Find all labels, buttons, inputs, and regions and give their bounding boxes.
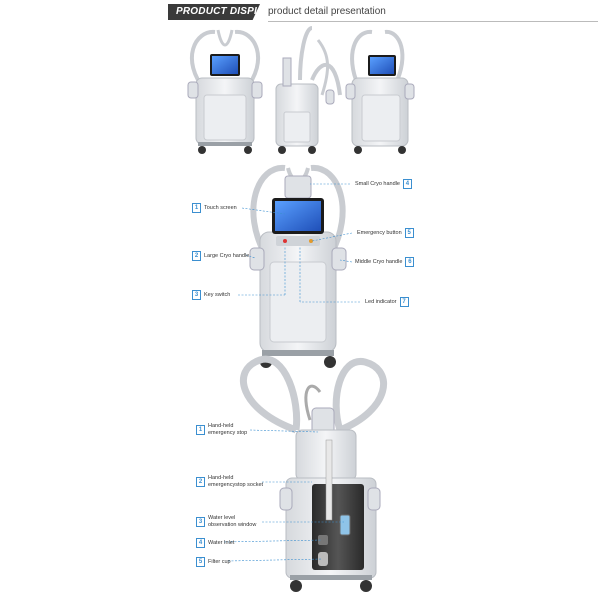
machine-front-view-small xyxy=(187,29,263,154)
leader-lines-bottom xyxy=(223,429,344,562)
callout-text: Key switch xyxy=(204,291,231,298)
callout-number: 1 xyxy=(196,424,205,435)
machine-side-view-small xyxy=(275,26,342,154)
callout-number: 5 xyxy=(404,228,414,238)
header-subtitle: product detail presentation xyxy=(268,6,386,17)
callout-small-cryo-handle: Small Cryo handle 4 xyxy=(352,179,412,189)
callout-emergency-stop-socket: 2 Hand-held emergencystop socket xyxy=(196,475,271,488)
callout-emergency-button: Emergency button 5 xyxy=(354,228,414,238)
leader-lines-middle xyxy=(238,183,360,303)
product-display-tag: PRODUCT DISPLAY xyxy=(168,4,260,20)
callout-number: 3 xyxy=(196,516,205,527)
callout-text: Hand-held emergency stop xyxy=(208,423,248,436)
callout-large-cryo-handle: 2 Large Cryo handle xyxy=(192,251,252,261)
callout-number: 3 xyxy=(192,290,201,300)
callout-text: Hand-held emergencystop socket xyxy=(208,475,264,488)
callout-number: 6 xyxy=(405,257,415,267)
callout-number: 7 xyxy=(399,297,409,307)
callout-key-switch: 3 Key switch xyxy=(192,290,233,300)
callout-text: Small Cryo handle xyxy=(355,180,400,187)
callout-touch-screen: 1 Touch screen xyxy=(192,203,240,213)
callout-text: Middle Cryo handle xyxy=(355,258,403,265)
callout-text: Emergency button xyxy=(357,229,402,236)
callout-text: Touch screen xyxy=(204,204,237,211)
callout-middle-cryo-handle: Middle Cryo handle 6 xyxy=(352,257,415,267)
callout-number: 2 xyxy=(192,251,201,261)
callout-number: 4 xyxy=(196,538,205,548)
callout-number: 5 xyxy=(196,557,205,567)
callout-number: 1 xyxy=(192,203,201,213)
callout-text: Led indicator xyxy=(365,298,397,305)
callout-text: Large Cryo handle xyxy=(204,252,250,259)
machine-angled-view-small xyxy=(345,29,415,154)
header-title: PRODUCT DISPLAY xyxy=(176,6,274,17)
callout-led-indicator: Led indicator 7 xyxy=(362,297,409,307)
callout-text: Water Inlet xyxy=(208,539,235,546)
machine-front-view-large xyxy=(249,164,347,368)
machine-back-view-large xyxy=(240,355,388,592)
callout-water-level-window: 3 Water level observation window xyxy=(196,515,263,528)
callout-number: 2 xyxy=(196,476,205,487)
callout-text: Water level observation window xyxy=(208,515,257,528)
callout-number: 4 xyxy=(402,179,412,189)
callout-water-inlet: 4 Water Inlet xyxy=(196,538,237,548)
callout-hand-held-emergency-stop: 1 Hand-held emergency stop xyxy=(196,423,253,436)
header-rule xyxy=(268,21,598,22)
callout-text: Filter cup xyxy=(208,558,231,565)
callout-filter-cup: 5 Filter cup xyxy=(196,557,234,567)
section-header: PRODUCT DISPLAY product detail presentat… xyxy=(168,4,598,22)
